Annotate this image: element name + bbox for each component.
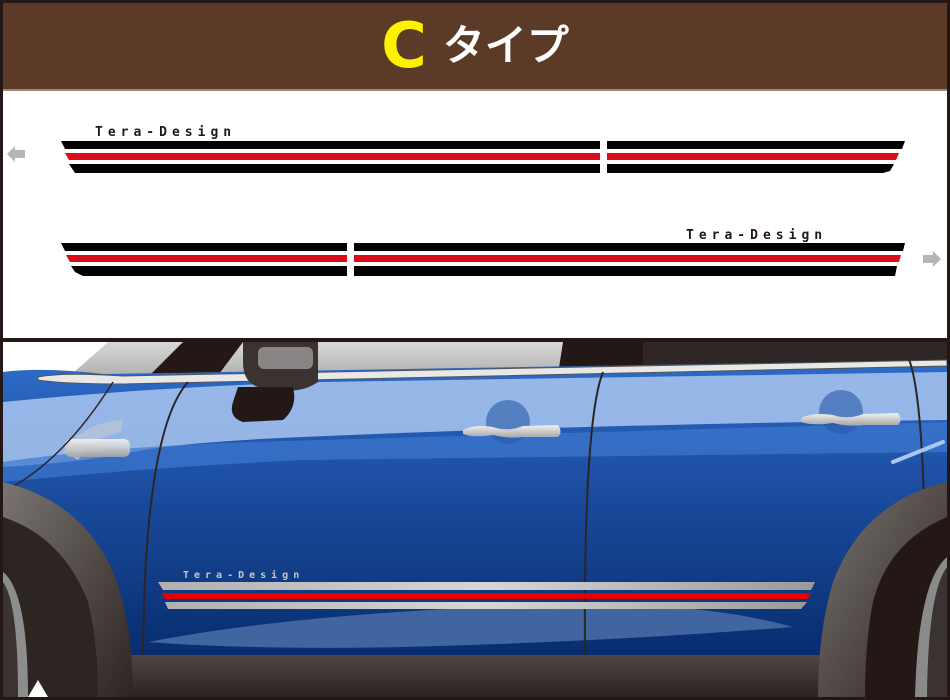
car-decal-stripe: Tera-Design: [158, 569, 815, 609]
side-indicator: [63, 420, 130, 460]
door-handle-front: [463, 400, 561, 444]
side-sill: [48, 655, 878, 697]
right-side-stripe: Tera-Design: [61, 228, 905, 276]
rear-wheel: [818, 440, 947, 697]
left-side-stripe: Tera-Design: [61, 125, 905, 173]
front-wheel: [3, 482, 133, 697]
right-stripe-brand-label: Tera-Design: [686, 228, 827, 243]
section-divider: [3, 338, 947, 342]
car-decal-brand-label: Tera-Design: [183, 569, 304, 581]
door-handle-rear: [801, 390, 901, 434]
type-word: タイプ: [442, 21, 569, 70]
side-mirror: [231, 342, 318, 422]
car-side-illustration: Tera-Design: [3, 342, 947, 697]
left-stripe-brand-label: Tera-Design: [95, 125, 236, 140]
arrow-right-icon: [923, 251, 941, 267]
type-header: C タイプ: [3, 3, 947, 91]
stripe-diagram: Tera-Design Tera-Design: [3, 91, 947, 338]
type-letter: C: [381, 9, 427, 82]
arrow-left-icon: [7, 146, 25, 162]
car-body: [3, 359, 947, 672]
